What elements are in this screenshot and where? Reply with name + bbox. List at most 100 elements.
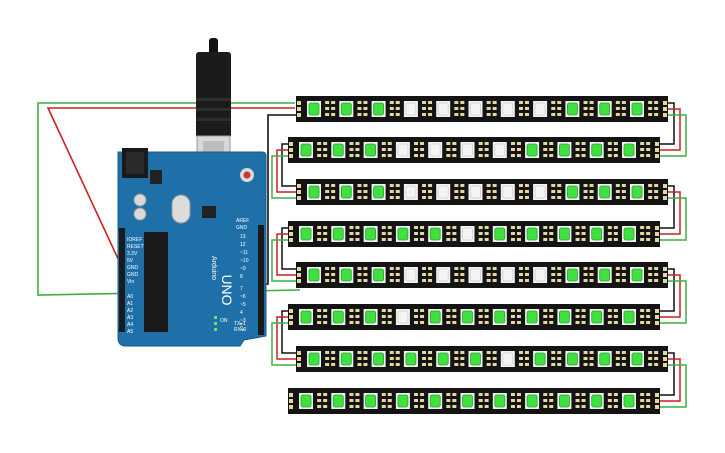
solder-pads [640,226,651,241]
solder-pads [422,351,433,366]
led-pixel [403,267,418,283]
solder-pads [389,351,400,366]
atmega-chip [144,232,168,332]
power-pin-label: Vin [127,279,134,285]
power-pin-label: RESET [127,244,144,250]
led-pixel [307,184,321,200]
led-strip [288,221,660,247]
solder-pads [478,393,489,408]
strip-connectors [271,102,687,408]
solder-pads [648,351,659,366]
digital-pin-label: ~11 [240,250,248,256]
led-pixel [597,267,612,283]
led-pixel [622,142,636,158]
strip-jumper-wire [281,143,296,187]
digital-pin-label: 2 [240,326,243,332]
led-pixel [630,184,644,200]
solder-pads [486,351,497,366]
led-pixel [589,309,604,325]
led-pixel [589,393,604,409]
strip-jumper-wire [276,316,296,360]
solder-pads [446,393,457,408]
power-pin-label: 3.3V [127,251,138,257]
strip-jumper-wire [281,227,296,270]
solder-pads [317,226,328,241]
led-pixel [492,393,507,409]
led-pixel [565,184,580,200]
led-pixel [307,351,321,367]
solder-pads [317,393,328,408]
led-pixel [589,142,604,158]
led-pixel [468,101,483,117]
led-pixel [307,267,321,283]
led-pixel [557,142,572,158]
led-pixel [331,142,346,158]
led-strip [288,304,660,330]
led-pixel [428,393,443,409]
led-pixel [468,351,483,367]
solder-pads [325,184,336,199]
solder-pads [381,142,392,157]
digital-pin-label: ~9 [240,266,246,272]
led-pixel [597,351,612,367]
solder-pads [422,101,433,116]
led-pixel [500,184,515,200]
digital-pin-label: 12 [240,242,246,248]
solder-pads [575,309,586,324]
solder-pads [389,101,400,116]
solder-pads [648,184,659,199]
led-pixel [331,226,346,242]
led-pixel [403,351,418,367]
analog-pin-label: A2 [127,308,133,314]
power-header [119,228,125,332]
solder-pads [583,351,594,366]
solder-pads [575,142,586,157]
led-pixel [533,101,548,117]
aref-label: AREF [236,218,249,224]
led-strip [296,179,668,205]
led-pixel [525,226,540,242]
solder-pads [478,142,489,157]
solder-pads [325,351,336,366]
rx-label: RX◂0 [234,327,246,333]
led-pixel [395,393,410,409]
led-pixel [589,226,604,242]
led-pixel [371,101,386,117]
led-pixel [428,309,443,325]
led-pixel [533,351,548,367]
led-strip [296,262,668,288]
power-pin-label: GND [127,265,139,271]
led-pixel [460,142,475,158]
strip-jumper-wire [660,197,687,241]
led-pixel [363,142,378,158]
solder-pads [454,101,465,116]
solder-pads [607,393,618,408]
solder-pads [551,351,562,366]
solder-pads [543,309,554,324]
analog-pin-label: A0 [127,294,133,300]
led-pixel [339,267,354,283]
on-label: ON [220,318,228,324]
led-pixel [339,101,354,117]
led-pixel [565,351,580,367]
board-model: UNO [219,274,235,305]
solder-pads [422,184,433,199]
solder-pads [349,393,360,408]
solder-pads [381,393,392,408]
solder-pads [422,267,433,282]
tx-label: TX▸1 [234,321,246,327]
led-pixel [403,184,418,200]
strip-jumper-wire [660,114,687,157]
solder-pads [446,309,457,324]
solder-pads [486,267,497,282]
solder-pads [357,267,368,282]
led-strip [296,96,668,122]
led-pixel [395,142,410,158]
digital-pin-label: ~6 [240,294,246,300]
solder-pads [543,142,554,157]
led-pixel [622,309,636,325]
digital-pin-label: 8 [240,274,243,280]
